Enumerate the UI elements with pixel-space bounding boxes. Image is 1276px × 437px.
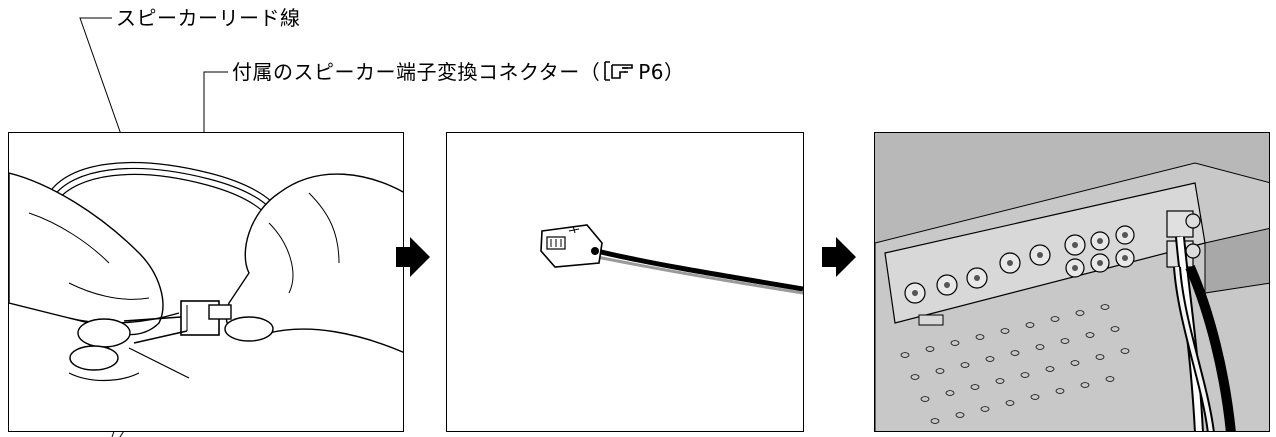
step-arrow-1 [396, 237, 430, 277]
hands-inserting-wire-illustration [9, 161, 403, 382]
speaker-lead-label: スピーカーリード線 [116, 6, 301, 30]
connector-with-cable-illustration [540, 224, 803, 295]
step2-panel [446, 132, 804, 432]
right-arrow-icon [822, 237, 856, 277]
page-ref-icon [602, 60, 636, 82]
rear-terminal-panel-illustration [875, 162, 1269, 431]
connector-label: 付属のスピーカー端子変換コネクター（ P6） [232, 60, 685, 84]
page-ref-text: P6） [638, 60, 685, 84]
step1-panel [8, 132, 404, 432]
speaker-lead-text: スピーカーリード線 [116, 6, 301, 30]
step3-panel [874, 132, 1270, 432]
connector-text: 付属のスピーカー端子変換コネクター（ [232, 60, 601, 84]
right-arrow-icon [396, 237, 430, 277]
step-arrow-2 [822, 237, 856, 277]
